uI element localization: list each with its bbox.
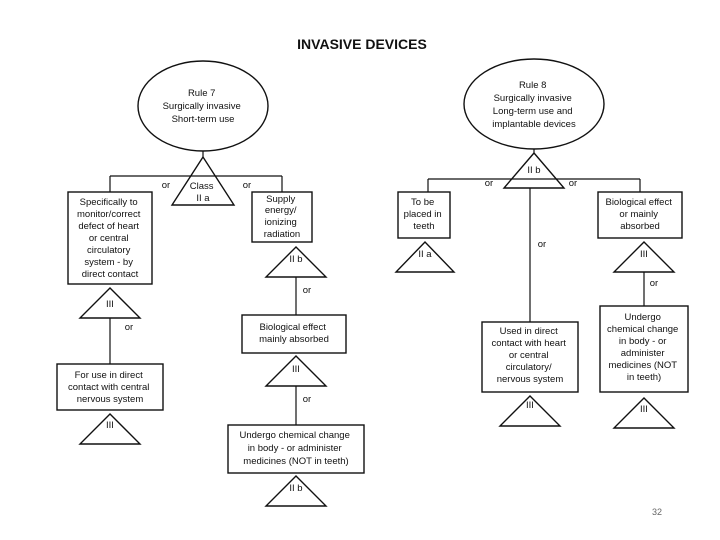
rule8-or-left: or <box>485 178 493 189</box>
svg-text:III: III <box>640 404 648 415</box>
svg-text:Biological effect or mai: Biological effect or mainly absorbed <box>605 197 674 232</box>
rule7-heart-class-triangle: III <box>78 287 142 319</box>
svg-text:III: III <box>292 364 300 375</box>
rule8-bio-criteria-box: Biological effect or mainly absorbed <box>597 191 683 239</box>
svg-text:Undergo chemical change: Undergo chemical change in body - or adm… <box>607 312 681 383</box>
rule8-or-right: or <box>569 178 577 189</box>
rule7-energy-class-triangle: II b <box>264 246 328 278</box>
svg-text:II b: II b <box>289 483 302 494</box>
rule7-cns-class-triangle: III <box>78 413 142 445</box>
rule7-mid-or: or <box>303 285 311 296</box>
rule7-bio-criteria-box: Biological effect mainly absorbed <box>241 314 347 354</box>
svg-text:Rule 8 Surgically invasi: Rule 8 Surgically invasive Long-term use… <box>492 80 576 130</box>
svg-text:To be placed in te: To be placed in teeth <box>404 197 445 232</box>
rule8-class-value: II b <box>527 165 540 176</box>
rule7-class-triangle: Class II a <box>170 155 236 206</box>
diagram-title: INVASIVE DEVICES <box>297 36 427 52</box>
rule7-left-or: or <box>125 322 133 333</box>
page-number: 32 <box>652 507 662 517</box>
rule7-node: Rule 7 Surgically invasive Short-term us… <box>137 60 269 152</box>
svg-text:III: III <box>106 420 114 431</box>
rule8-bio-class-triangle: III <box>612 241 676 273</box>
rule7-chemical-criteria-box: Undergo chemical change in body - or adm… <box>227 424 365 474</box>
rule8-line-2: Long-term use and <box>493 106 573 117</box>
rule8-chemical-criteria-box: Undergo chemical change in body - or adm… <box>599 305 689 393</box>
rule8-heart-criteria-box: Used in direct contact with heart or cen… <box>481 321 579 393</box>
rule8-line-3: implantable devices <box>492 119 576 130</box>
rule8-teeth-criteria-box: To be placed in teeth <box>397 191 451 239</box>
svg-text:Supply energy/ ion: Supply energy/ ionizing radiation <box>264 194 300 240</box>
svg-text:III: III <box>526 400 534 411</box>
rule7-bio-class-triangle: III <box>264 355 328 387</box>
rule7-label: Rule 7 <box>188 88 215 99</box>
rule8-line-1: Surgically invasive <box>494 93 572 104</box>
rule7-mid-or2: or <box>303 394 311 405</box>
rule8-bio-or: or <box>650 278 658 289</box>
svg-text:Undergo chemical change: Undergo chemical change in body - or adm… <box>239 430 352 467</box>
rule8-node: Rule 8 Surgically invasive Long-term use… <box>463 58 605 150</box>
svg-text:Rule 7 Surgically invasi: Rule 7 Surgically invasive Short-term us… <box>163 88 244 125</box>
svg-text:III: III <box>106 299 114 310</box>
svg-text:Specifically to monitor/: Specifically to monitor/correct defect o… <box>77 197 143 280</box>
svg-text:II a: II a <box>418 249 432 260</box>
rule7-or-left: or <box>162 180 170 191</box>
rule7-or-right: or <box>243 180 251 191</box>
rule8-class-triangle: II b <box>502 151 566 189</box>
svg-text:II b: II b <box>289 254 302 265</box>
svg-text:Class II a: Class II a <box>190 181 216 204</box>
rule7-class-label: Class <box>190 181 214 192</box>
svg-text:Biological effect mainly: Biological effect mainly absorbed <box>259 322 329 345</box>
rule7-class-value: II a <box>196 193 210 204</box>
svg-text:III: III <box>640 249 648 260</box>
svg-text:For use in direct contac: For use in direct contact with central n… <box>68 370 152 405</box>
rule7-heart-criteria-box: Specifically to monitor/correct defect o… <box>67 191 153 285</box>
rule7-cns-criteria-box: For use in direct contact with central n… <box>56 363 164 411</box>
rule8-label: Rule 8 <box>519 80 546 91</box>
rule7-line-1: Surgically invasive <box>163 101 241 112</box>
rule8-teeth-class-triangle: II a <box>394 240 456 273</box>
rule8-or-mid: or <box>538 239 546 250</box>
svg-text:Used in direct contact w: Used in direct contact with heart or cen… <box>491 326 568 385</box>
rule7-chemical-class-triangle: II b <box>264 475 328 507</box>
rule8-chemical-class-triangle: III <box>612 397 676 429</box>
rule8-heart-class-triangle: III <box>498 395 562 427</box>
rule7-energy-criteria-box: Supply energy/ ionizing radiation <box>251 191 313 243</box>
rule7-line-2: Short-term use <box>172 114 235 125</box>
